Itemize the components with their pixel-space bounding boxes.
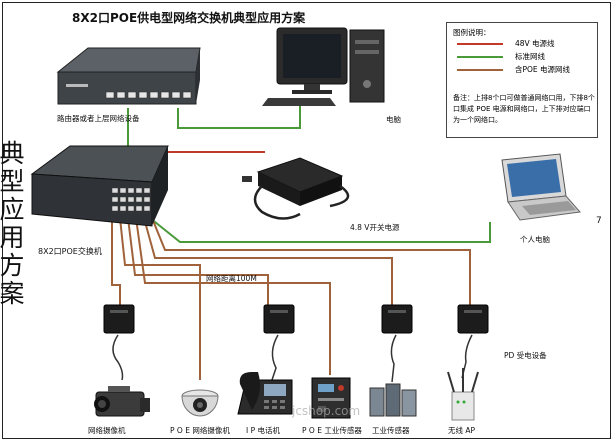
poe-line-2 — [119, 217, 201, 380]
device-label-poe-camera: P O E 网络摄像机 — [170, 426, 230, 435]
legend-swatch-poe — [457, 69, 503, 71]
poe-adapter-icon-6 — [457, 304, 489, 334]
side-title: 典型应用方案 — [0, 139, 25, 308]
network-camera-icon — [94, 386, 150, 417]
poe-adapter-icon-3 — [263, 304, 295, 334]
poe-line-6 — [151, 217, 471, 305]
legend-box: 图例说明： 48V 电源线 标准网线 含POE 电源网线 备注：上排8个口可做普… — [446, 22, 598, 138]
device-label-ip-phone: I P 电话机 — [246, 426, 281, 435]
device-label-poe-sensor: P O E 工业传感器 — [302, 426, 362, 435]
watermark: jcshop.com — [292, 404, 361, 418]
legend-row-poe: 含POE 电源网线 — [457, 65, 595, 75]
legend-title: 图例说明： — [453, 28, 491, 37]
adapter-cord-3 — [271, 334, 279, 381]
legend-note: 备注：上排8个口可做普通网络口用，下排8个口集成 POE 电源和网络口，上下排对… — [453, 94, 595, 124]
poe-line-4 — [135, 217, 331, 375]
legend-row-network: 标准网线 — [457, 52, 595, 62]
laptop-icon — [501, 153, 581, 221]
poe-line-5 — [143, 217, 393, 305]
page-number: 7 — [596, 216, 602, 226]
poe-industrial-sensor-icon — [311, 377, 351, 419]
power-supply-icon — [242, 157, 350, 220]
device-label-industrial-sensor: 工业传感器 — [372, 426, 410, 435]
distance-label: 网络距离100M — [206, 274, 257, 283]
router-to-computer-line — [177, 98, 301, 129]
device-label-wireless-ap: 无线 AP — [448, 426, 476, 435]
legend-swatch-power — [457, 43, 503, 45]
dome-camera-icon — [181, 389, 219, 417]
legend-swatch-network — [457, 56, 503, 58]
diagram-title: 8X2口POE供电型网络交换机典型应用方案 — [72, 11, 306, 25]
adapter-cord-6 — [461, 334, 473, 379]
laptop-label: 个人电脑 — [520, 235, 550, 244]
power-supply-label: 4.8 V开关电源 — [350, 223, 400, 232]
poe-adapter-icon-1 — [103, 304, 135, 334]
adapter-cord-5 — [390, 334, 397, 383]
poe-line-1 — [111, 218, 121, 305]
legend-label-network: 标准网线 — [515, 52, 545, 61]
router-icon — [56, 47, 201, 105]
switch-label: 8X2口POE交换机 — [38, 247, 102, 256]
poe-switch-icon — [30, 145, 169, 227]
pd-device-label: PD 受电设备 — [504, 351, 547, 360]
adapter-cord-1 — [112, 334, 124, 381]
legend-row-power: 48V 电源线 — [457, 39, 595, 49]
desktop-computer-icon — [262, 27, 385, 106]
legend-label-power: 48V 电源线 — [515, 39, 555, 48]
router-label: 路由器或者上层网络设备 — [57, 114, 140, 123]
switch-to-laptop-line — [149, 217, 491, 243]
legend-label-poe: 含POE 电源网线 — [515, 65, 571, 74]
poe-adapter-icon-5 — [381, 304, 413, 334]
computer-label: 电脑 — [386, 115, 401, 124]
ip-phone-icon — [237, 372, 293, 415]
poe-line-3 — [127, 217, 269, 305]
device-label-network-camera: 网络摄像机 — [88, 426, 126, 435]
industrial-sensor-icon — [369, 383, 417, 417]
wireless-ap-icon — [447, 368, 479, 421]
